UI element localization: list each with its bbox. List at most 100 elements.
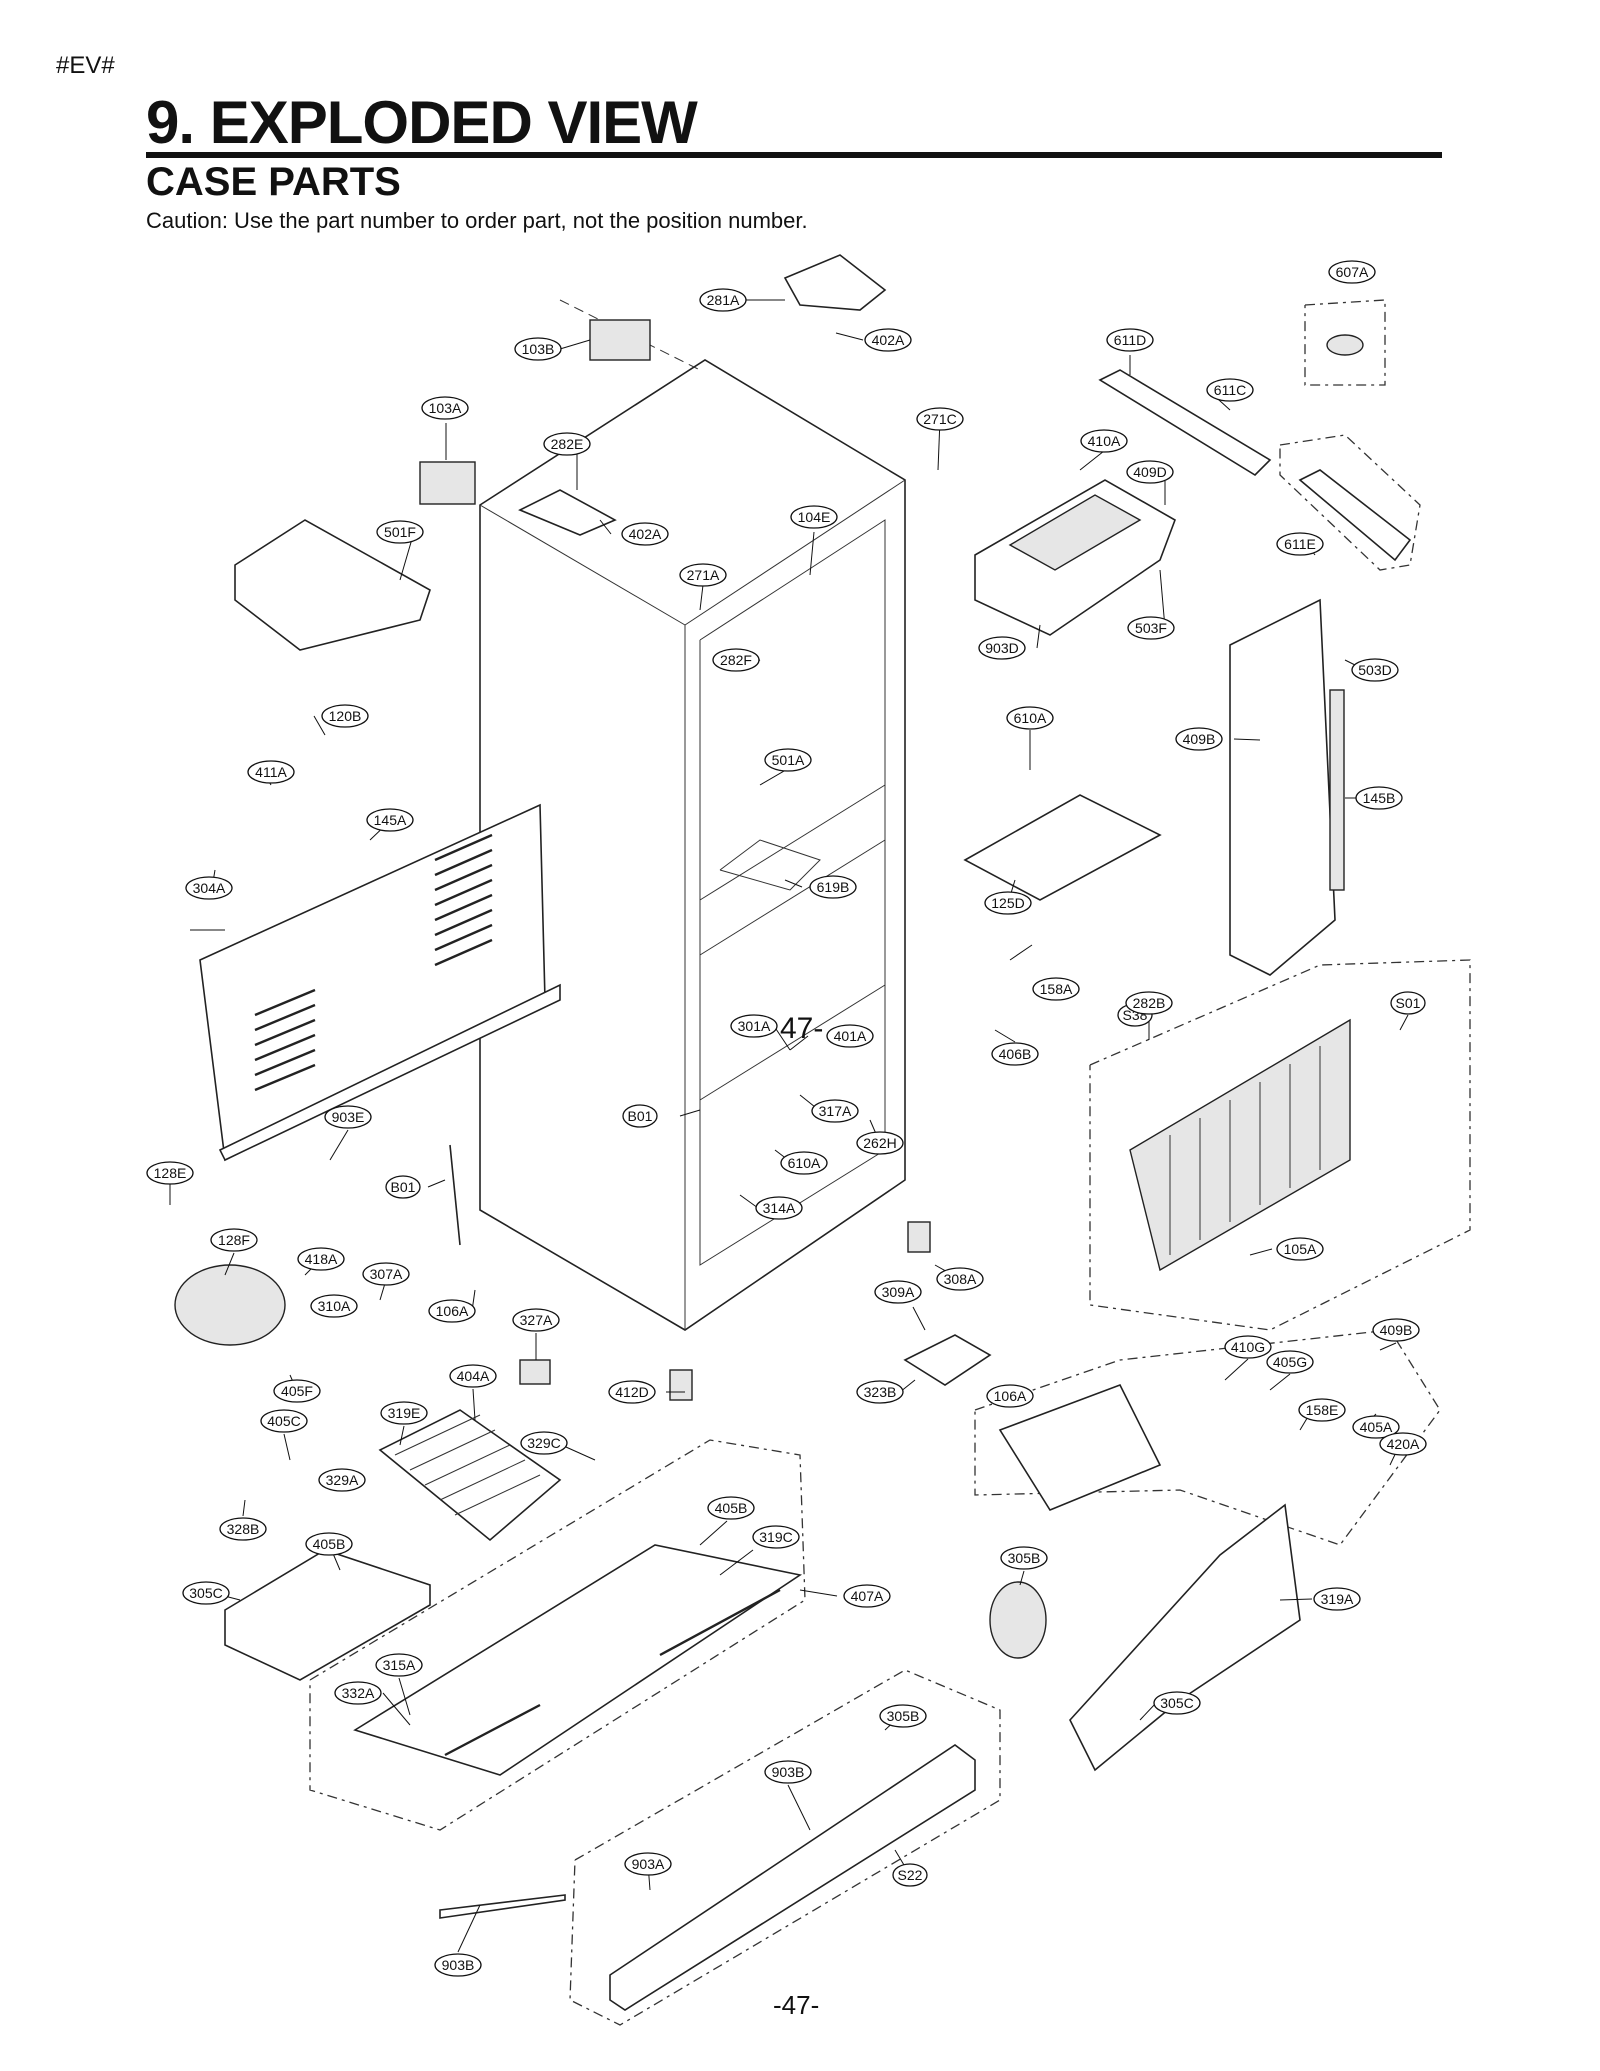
callout-158e: 158E: [1298, 1398, 1346, 1422]
callout-bubble: [1266, 1350, 1314, 1374]
callout-bubble: [892, 1863, 928, 1887]
callout-label: 501A: [772, 752, 805, 768]
callout-label: 304A: [193, 880, 226, 896]
callout-label: 105A: [1284, 1241, 1317, 1257]
callout-bubble: [362, 1262, 410, 1286]
callout-label: 315A: [383, 1657, 416, 1673]
callout-label: 903B: [772, 1764, 805, 1780]
caution-note: Caution: Use the part number to order pa…: [146, 208, 808, 233]
callout-309a: 309A: [874, 1280, 922, 1304]
callout-411a: 411A: [247, 760, 295, 784]
callout-label: 332A: [342, 1685, 375, 1701]
callout-405a: 405A: [1352, 1415, 1400, 1439]
callout-903b: 903B: [434, 1953, 482, 1977]
callout-bubble: [247, 760, 295, 784]
callout-label: 903B: [442, 1957, 475, 1973]
position-callouts: 607A281A402A103B611D611C103A282E271C410A…: [146, 260, 1427, 1977]
callout-405b: 405B: [305, 1532, 353, 1556]
callout-282e: 282E: [543, 432, 591, 456]
callout-503f: 503F: [1127, 616, 1175, 640]
air-duct-120b: [1229, 598, 1336, 976]
plate-105f: [439, 1894, 566, 1919]
callout-label: 903E: [332, 1109, 365, 1125]
callout-label: 308A: [944, 1271, 977, 1287]
callout-410a: 410A: [1080, 429, 1128, 453]
callout-903b: 903B: [764, 1760, 812, 1784]
base-plate-315a: [309, 1439, 806, 1831]
callout-label: 411A: [255, 764, 287, 780]
callout-label: 611E: [1284, 536, 1316, 552]
document-tag: #EV#: [56, 52, 115, 79]
callout-405f: 405F: [273, 1379, 321, 1403]
callout-bubble: [366, 808, 414, 832]
condenser-323b: [378, 1409, 562, 1542]
callout-bubble: [679, 563, 727, 587]
callout-label: 407A: [851, 1588, 884, 1604]
callout-label: 329C: [527, 1435, 560, 1451]
callout-bubble: [1276, 532, 1324, 556]
tube-105a: [449, 1144, 461, 1246]
callout-label: 317A: [819, 1103, 852, 1119]
leader-lines: [169, 299, 1409, 1953]
callout-label: 611C: [1214, 382, 1246, 398]
callout-bubble: [916, 407, 964, 431]
callout-501f: 501F: [376, 520, 424, 544]
callout-label: 282B: [1133, 995, 1166, 1011]
callout-bubble: [1125, 991, 1173, 1015]
callout-bubble: [856, 1380, 904, 1404]
callout-label: 281A: [707, 292, 740, 308]
callout-label: 401A: [834, 1028, 867, 1044]
callout-305b: 305B: [1000, 1546, 1048, 1570]
callout-282f: 282F: [712, 648, 760, 672]
callout-271c: 271C: [916, 407, 964, 431]
callout-label: 405G: [1273, 1354, 1307, 1370]
callout-405b: 405B: [707, 1496, 755, 1520]
callout-bubble: [755, 1196, 803, 1220]
callout-label: B01: [628, 1108, 653, 1124]
callout-bubble: [1379, 1432, 1427, 1456]
callout-501a: 501A: [764, 748, 812, 772]
callout-label: 410G: [1231, 1339, 1265, 1355]
callout-bubble: [185, 876, 233, 900]
callout-label: 405F: [281, 1383, 313, 1399]
callout-bubble: [1355, 786, 1403, 810]
callout-s01: S01: [1390, 991, 1426, 1015]
callout-120b: 120B: [321, 704, 369, 728]
pipe-611e: [1298, 469, 1412, 562]
callout-bubble: [1298, 1398, 1346, 1422]
callout-b01: B01: [385, 1175, 421, 1199]
callout-label: 145B: [1363, 790, 1396, 806]
callout-label: 405C: [267, 1413, 300, 1429]
callout-label: 319A: [1321, 1591, 1354, 1607]
title-underline: [146, 152, 1442, 158]
callout-bubble: [856, 1131, 904, 1155]
callout-bubble: [376, 520, 424, 544]
grille-assembly: [569, 1669, 1001, 2026]
callout-bubble: [1224, 1335, 1272, 1359]
callout-label: 405B: [715, 1500, 748, 1516]
callout-282b: 282B: [1125, 991, 1173, 1015]
callout-308a: 308A: [936, 1267, 984, 1291]
callout-bubble: [334, 1681, 382, 1705]
callout-label: 271C: [923, 411, 956, 427]
machine-room-cover: [199, 803, 561, 1162]
shroud-332a: [1069, 1503, 1301, 1772]
callout-label: 412D: [615, 1384, 648, 1400]
fan-module-boundary: [974, 1329, 1441, 1546]
callout-bubble: [380, 1401, 428, 1425]
callout-103a: 103A: [421, 396, 469, 420]
callout-label: 103A: [429, 400, 462, 416]
callout-bubble: [375, 1653, 423, 1677]
callout-bubble: [324, 1105, 372, 1129]
callout-bubble: [936, 1267, 984, 1291]
callout-125d: 125D: [984, 891, 1032, 915]
callout-103b: 103B: [514, 337, 562, 361]
callout-bubble: [1153, 1691, 1201, 1715]
callout-label: 501F: [384, 524, 416, 540]
callout-bubble: [622, 1104, 658, 1128]
callout-label: 301A: [738, 1018, 771, 1034]
callout-bubble: [752, 1525, 800, 1549]
callout-bubble: [1276, 1237, 1324, 1261]
lamp-cover-158a: [963, 794, 1162, 901]
callout-bubble: [1352, 1415, 1400, 1439]
